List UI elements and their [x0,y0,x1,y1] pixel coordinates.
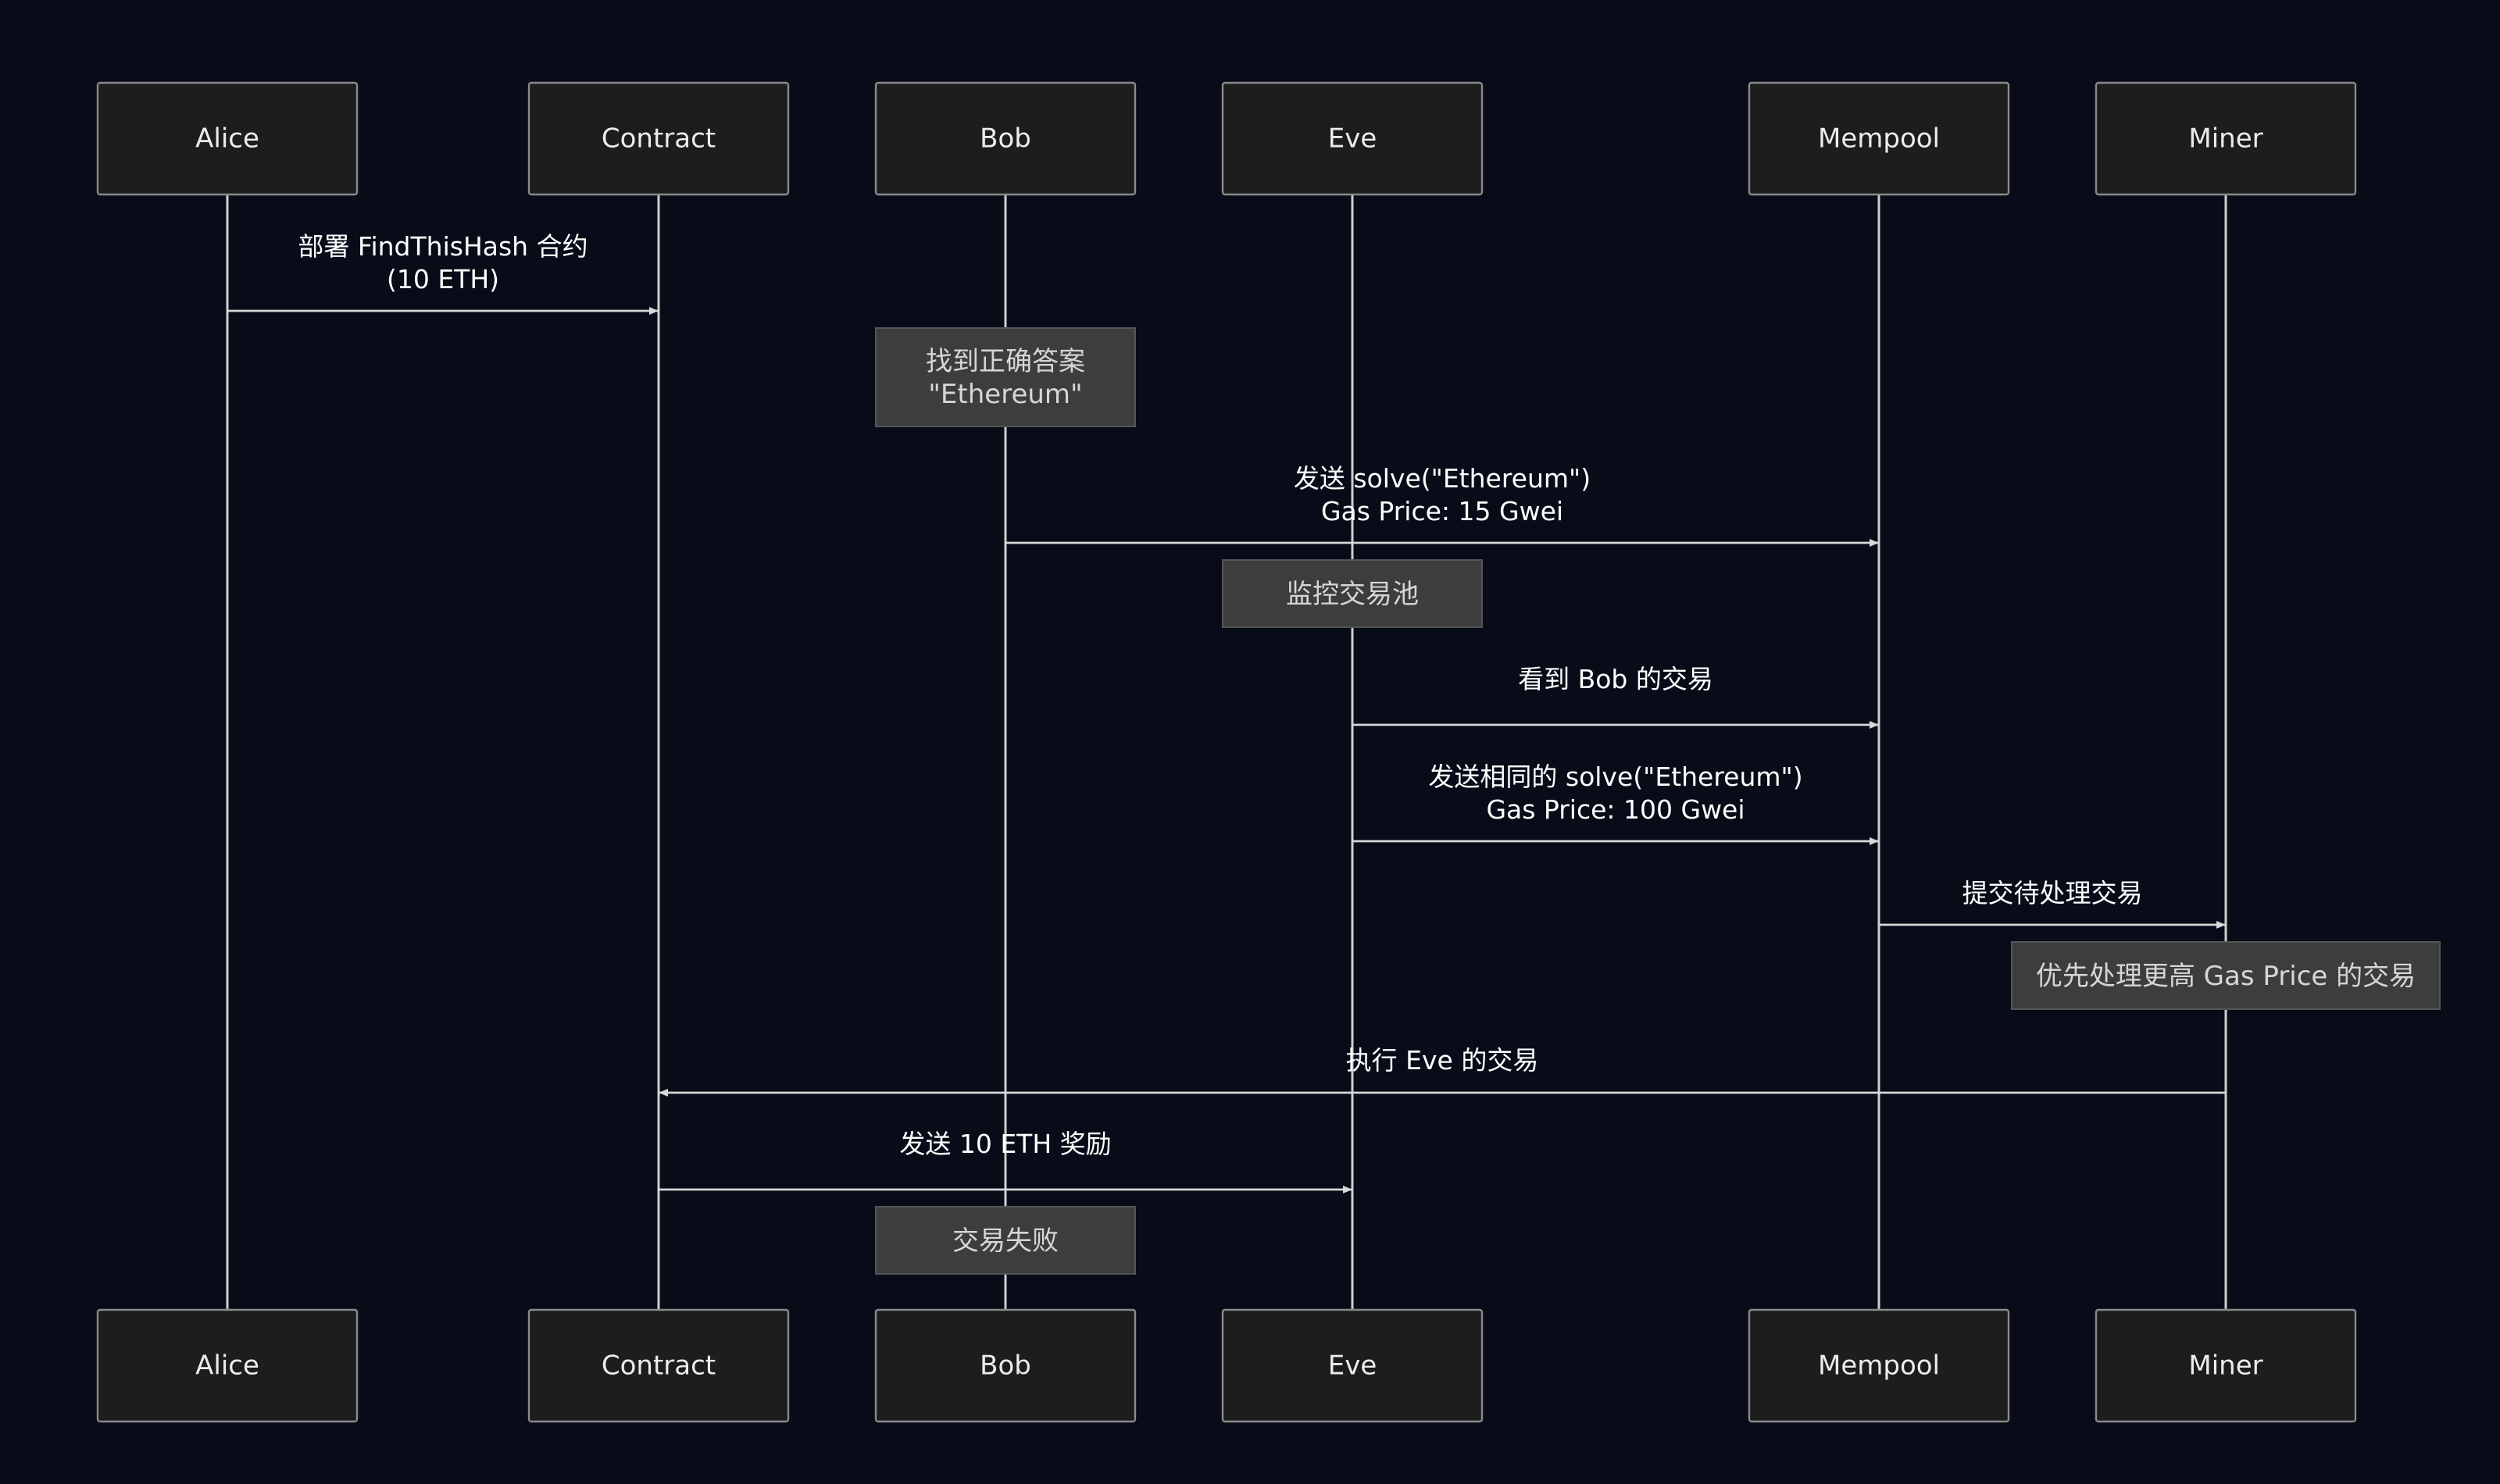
actor-label: Contract [602,1350,716,1382]
note-label: "Ethereum" [928,379,1082,410]
actor-box [1748,81,2010,196]
actor-mempool-top[interactable]: Mempool [1748,81,2010,196]
actor-label: Contract [602,123,716,155]
actor-label: Bob [980,1350,1031,1382]
message-label: 提交待处理交易 [1962,878,2143,908]
actor-label: Mempool [1818,123,1940,155]
message-1: 部署 FindThisHash 合约(10 ETH) [227,231,659,315]
note-11: 交易失败 [875,1206,1136,1275]
actor-box [96,81,359,196]
message-7: 提交待处理交易 [1879,878,2226,929]
actor-miner-top[interactable]: Miner [2095,81,2357,196]
message-6: 发送相同的 solve("Ethereum")Gas Price: 100 Gw… [1352,762,1879,845]
note-box [875,1206,1136,1275]
message-label: 发送 10 ETH 奖励 [899,1129,1111,1159]
actor-box [2095,81,2357,196]
actor-label: Eve [1328,123,1377,155]
actor-box [2095,1308,2357,1423]
actor-label: Miner [2188,123,2262,155]
note-label: 监控交易池 [1286,579,1419,610]
actor-box [874,1308,1137,1423]
actor-eve-bottom[interactable]: Eve [1221,1308,1484,1423]
note-box [2011,941,2441,1010]
message-5: 看到 Bob 的交易 [1352,664,1879,729]
actor-contract-bottom[interactable]: Contract [527,1308,790,1423]
note-box [875,327,1136,427]
actor-box [96,1308,359,1423]
actor-label: Miner [2188,1350,2262,1382]
actor-bob-bottom[interactable]: Bob [874,1308,1137,1423]
note-label: 优先处理更高 Gas Price 的交易 [2036,961,2416,992]
message-label: 看到 Bob 的交易 [1518,664,1713,694]
actor-label: Bob [980,123,1031,155]
actor-contract-top[interactable]: Contract [527,81,790,196]
actor-box [1221,1308,1484,1423]
note-4: 监控交易池 [1222,559,1483,628]
actor-alice-top[interactable]: Alice [96,81,359,196]
actor-box [1221,81,1484,196]
actor-box [874,81,1137,196]
actor-label: Mempool [1818,1350,1940,1382]
message-label: Gas Price: 15 Gwei [1321,496,1563,526]
actor-eve-top[interactable]: Eve [1221,81,1484,196]
actor-box [1748,1308,2010,1423]
actor-bob-top[interactable]: Bob [874,81,1137,196]
message-label: 发送相同的 solve("Ethereum") [1428,762,1802,792]
actor-label: Eve [1328,1350,1377,1382]
actor-mempool-bottom[interactable]: Mempool [1748,1308,2010,1423]
message-3: 发送 solve("Ethereum")Gas Price: 15 Gwei [1005,463,1879,547]
note-label: 找到正确答案 [926,346,1085,377]
note-box [1222,559,1483,628]
message-label: 发送 solve("Ethereum") [1294,463,1591,494]
actor-box [527,1308,790,1423]
actor-label: Alice [195,1350,259,1382]
message-label: Gas Price: 100 Gwei [1486,794,1745,825]
note-2: 找到正确答案"Ethereum" [875,327,1136,427]
note-8: 优先处理更高 Gas Price 的交易 [2011,941,2441,1010]
note-label: 交易失败 [952,1225,1059,1257]
actor-box [527,81,790,196]
message-10: 发送 10 ETH 奖励 [659,1129,1352,1193]
message-9: 执行 Eve 的交易 [659,1045,2226,1097]
message-label: 执行 Eve 的交易 [1346,1045,1539,1076]
message-label: (10 ETH) [387,264,499,294]
actor-miner-bottom[interactable]: Miner [2095,1308,2357,1423]
actor-alice-bottom[interactable]: Alice [96,1308,359,1423]
message-label: 部署 FindThisHash 合约 [298,231,588,262]
actor-label: Alice [195,123,259,155]
